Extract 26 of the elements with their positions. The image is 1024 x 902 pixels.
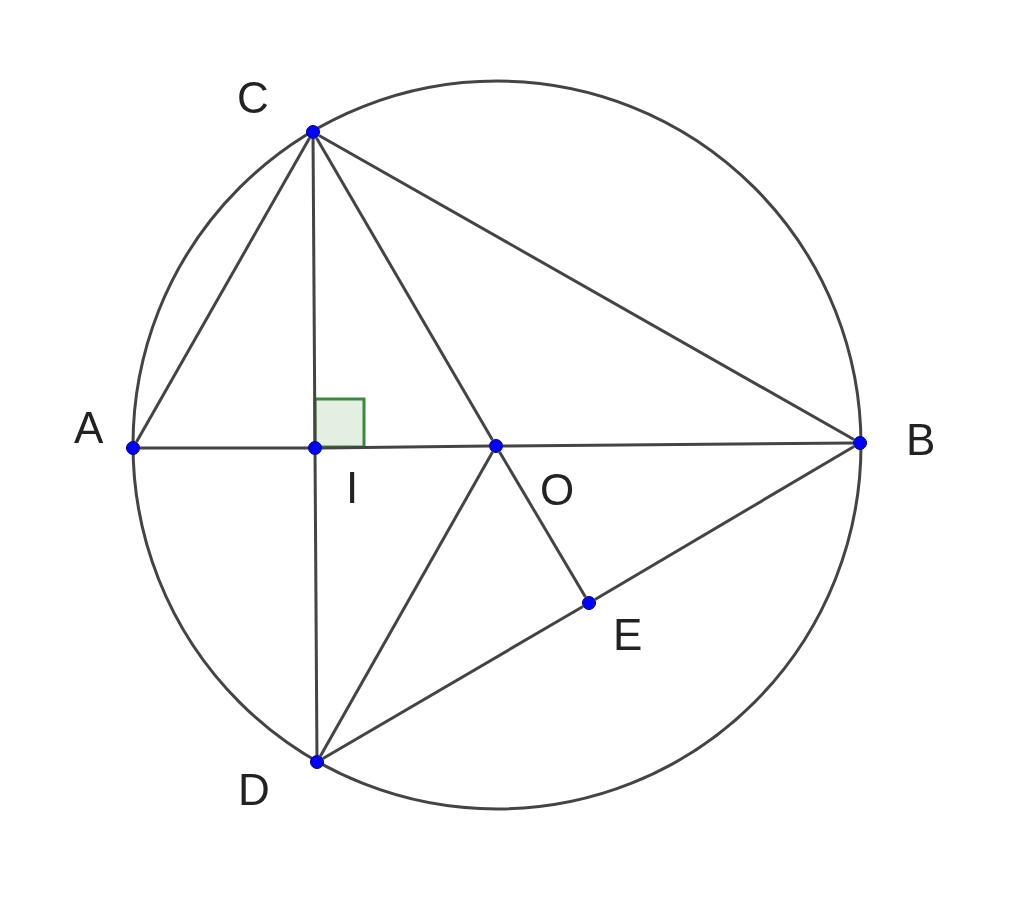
line-segment <box>322 605 584 760</box>
point-marker <box>308 441 322 455</box>
line-segment <box>311 139 317 441</box>
line-segment <box>315 137 494 441</box>
line-segment <box>313 455 319 755</box>
line-segment <box>498 451 587 598</box>
point-marker <box>582 596 596 610</box>
point-label: E <box>613 613 643 657</box>
point-label: B <box>906 418 936 462</box>
line-segment <box>140 446 308 450</box>
line-segment <box>318 134 855 441</box>
point-label: I <box>346 466 359 510</box>
line-segment <box>503 441 853 448</box>
point-marker <box>306 125 320 139</box>
line-segment <box>135 137 311 443</box>
point-label: A <box>74 406 104 450</box>
line-segment <box>319 451 494 757</box>
point-label: C <box>237 76 269 120</box>
point-label: O <box>540 468 575 512</box>
line-segment <box>594 445 855 601</box>
point-marker <box>489 439 503 453</box>
point-label: D <box>238 768 270 812</box>
point-marker <box>126 441 140 455</box>
point-marker <box>310 755 324 769</box>
point-marker <box>853 436 867 450</box>
line-segment <box>322 444 489 450</box>
